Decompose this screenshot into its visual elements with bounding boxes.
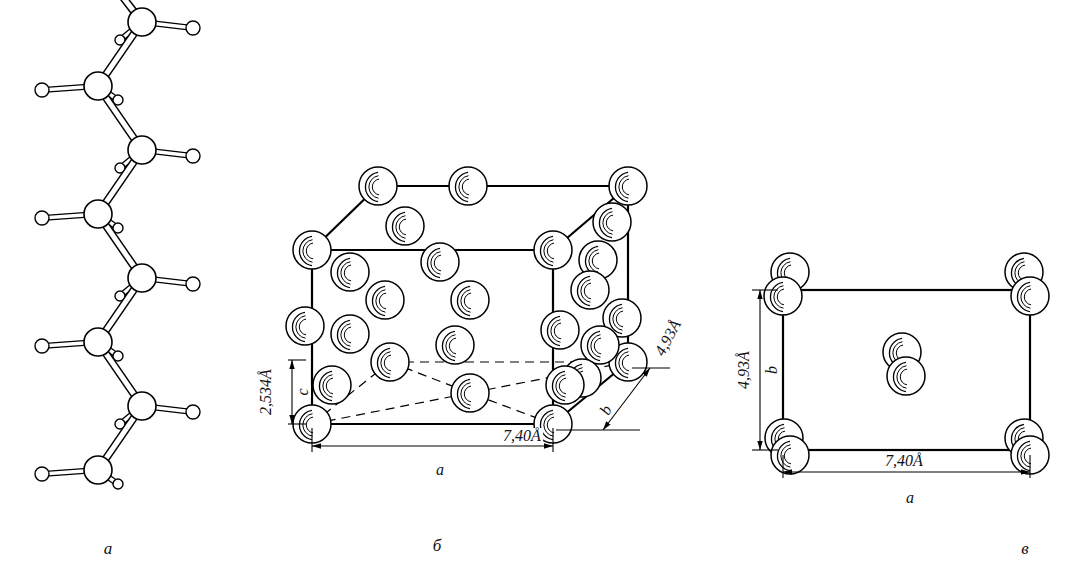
dimension-label: 7,40Å — [501, 428, 543, 444]
dimension-label: a — [904, 490, 916, 506]
panel-letter: в — [1019, 540, 1030, 557]
atoms-perspective — [286, 167, 647, 443]
carbon-atom — [128, 264, 156, 292]
hydrogen-atom — [186, 149, 200, 163]
dimension-label: b — [596, 401, 616, 419]
dimension-label: 2,534Å — [258, 367, 274, 417]
hydrogen-atom — [186, 277, 200, 291]
atom — [449, 167, 487, 205]
panel-letter: б — [431, 537, 444, 554]
atom — [359, 167, 397, 205]
dimension-label: 4,93Å — [736, 349, 752, 391]
atom — [541, 311, 579, 349]
carbon-atom — [128, 392, 156, 420]
atom — [293, 231, 331, 269]
carbon-atom — [84, 328, 112, 356]
carbon-atom — [84, 72, 112, 100]
atom — [1011, 277, 1049, 315]
hydrogen-atom — [35, 211, 49, 225]
dimension-label: 4,93Å — [651, 316, 685, 360]
atom — [593, 203, 631, 241]
dimension-label: c — [295, 386, 311, 397]
atom — [286, 307, 324, 345]
atom — [534, 231, 572, 269]
atom — [771, 436, 809, 474]
hydrogen-atom — [35, 83, 49, 97]
hydrogen-atom — [186, 21, 200, 35]
unit-cell-projection — [783, 290, 1030, 450]
atom — [609, 167, 647, 205]
atom — [421, 243, 459, 281]
carbon-atom — [84, 200, 112, 228]
hydrogen-atom — [35, 467, 49, 481]
hydrogen-atom — [113, 479, 123, 489]
carbon-atom — [128, 8, 156, 36]
atoms-projection — [764, 253, 1049, 474]
atom — [331, 253, 369, 291]
atom — [386, 207, 424, 245]
atom — [371, 343, 409, 381]
atom — [366, 281, 404, 319]
atom — [436, 326, 474, 364]
panel-letter: а — [102, 540, 115, 557]
atom — [331, 315, 369, 353]
atom — [451, 281, 489, 319]
dimension-label: b — [764, 364, 780, 376]
atom — [546, 366, 584, 404]
hydrogen-atom — [186, 405, 200, 419]
dimension-lines — [288, 290, 1030, 478]
atom — [313, 366, 351, 404]
atom — [571, 271, 609, 309]
carbon-atom — [84, 456, 112, 484]
dimension-label: a — [434, 462, 446, 478]
atom — [764, 277, 802, 315]
atom — [581, 326, 619, 364]
carbon-atom — [128, 136, 156, 164]
hydrogen-atom — [35, 339, 49, 353]
dimension-label: 7,40Å — [883, 453, 925, 469]
polymer-chain — [35, 0, 200, 489]
atom — [887, 357, 925, 395]
atom — [451, 374, 489, 412]
unit-cell-perspective — [312, 186, 628, 424]
